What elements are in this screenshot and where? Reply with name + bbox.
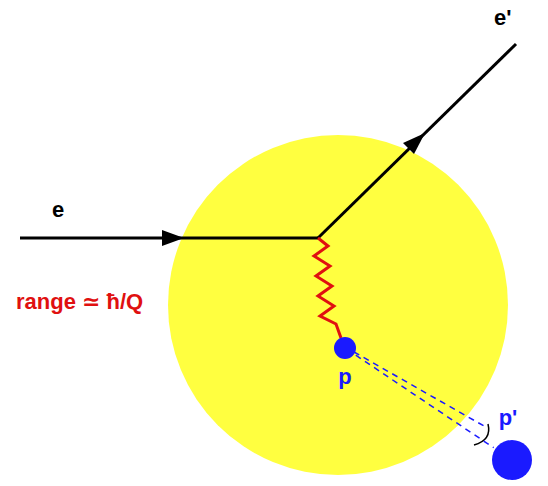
particle-label: p'	[499, 406, 518, 430]
particle-label: p	[338, 365, 351, 389]
particle-dot: p'	[492, 440, 532, 480]
angle-arc	[474, 424, 489, 445]
particle-dot: p	[334, 337, 356, 359]
connector-line	[356, 355, 494, 448]
dot-fill	[492, 440, 532, 480]
particle-label: e'	[494, 6, 511, 30]
photon-wave	[314, 238, 341, 338]
outgoing-electron-line	[318, 44, 516, 238]
arrow-head	[403, 133, 425, 154]
particle-label: e	[52, 198, 64, 222]
dot-fill	[334, 337, 356, 359]
dashed-connector	[356, 355, 494, 448]
dot-shape	[492, 440, 532, 480]
dot-shape	[334, 337, 356, 359]
dashed-line	[354, 352, 484, 426]
range-label: range ≃ ħ/Q	[16, 290, 143, 314]
proton-circle	[168, 135, 508, 475]
arrow-head	[162, 230, 184, 246]
